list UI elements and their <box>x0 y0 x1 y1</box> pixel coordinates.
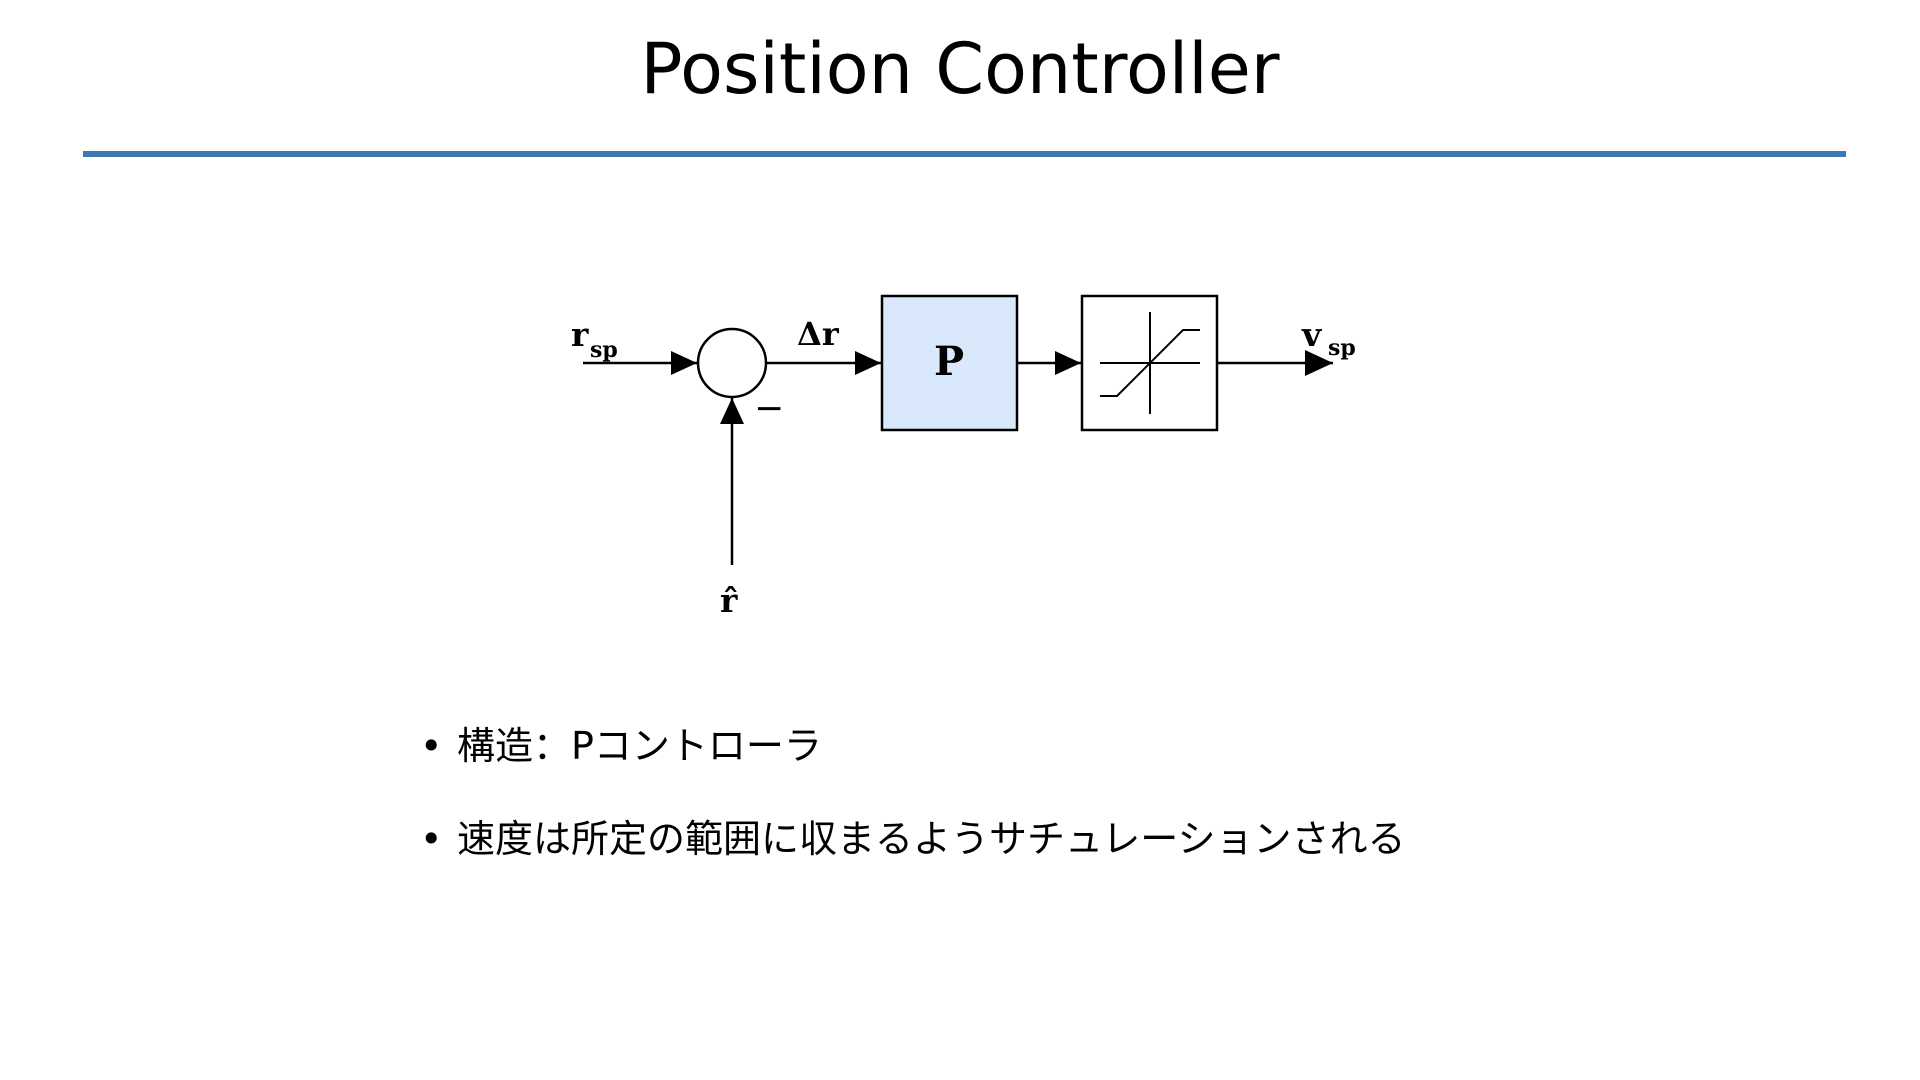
controller-output-arrowhead <box>1055 351 1081 375</box>
input-arrowhead <box>671 351 697 375</box>
error-label: Δr <box>797 315 840 353</box>
bullet-text: 構造：Pコントローラ <box>457 724 822 768</box>
summing-junction <box>696 327 768 399</box>
bullet-item: • 構造：Pコントローラ <box>420 718 1405 774</box>
input-subscript: sp <box>590 337 618 363</box>
output-subscript: sp <box>1328 335 1356 361</box>
p-controller-block <box>880 294 1019 432</box>
bullet-list: • 構造：Pコントローラ • 速度は所定の範囲に収まるようサチュレーションされる <box>420 718 1405 904</box>
minus-sign: − <box>754 388 784 429</box>
p-controller-label: P <box>934 338 964 385</box>
feedback-arrowhead <box>720 398 744 424</box>
bullet-marker: • <box>420 817 443 861</box>
bullet-marker: • <box>420 724 443 768</box>
output-label: v <box>1301 315 1322 354</box>
error-arrowhead <box>855 351 881 375</box>
input-label: r <box>571 315 589 354</box>
bullet-item: • 速度は所定の範囲に収まるようサチュレーションされる <box>420 811 1405 867</box>
output-arrowhead <box>1305 350 1333 376</box>
bullet-text: 速度は所定の範囲に収まるようサチュレーションされる <box>457 817 1406 861</box>
title-divider <box>83 151 1846 157</box>
saturation-icon <box>1100 312 1200 414</box>
slide-title: Position Controller <box>640 28 1280 110</box>
feedback-label: r̂ <box>720 581 738 620</box>
